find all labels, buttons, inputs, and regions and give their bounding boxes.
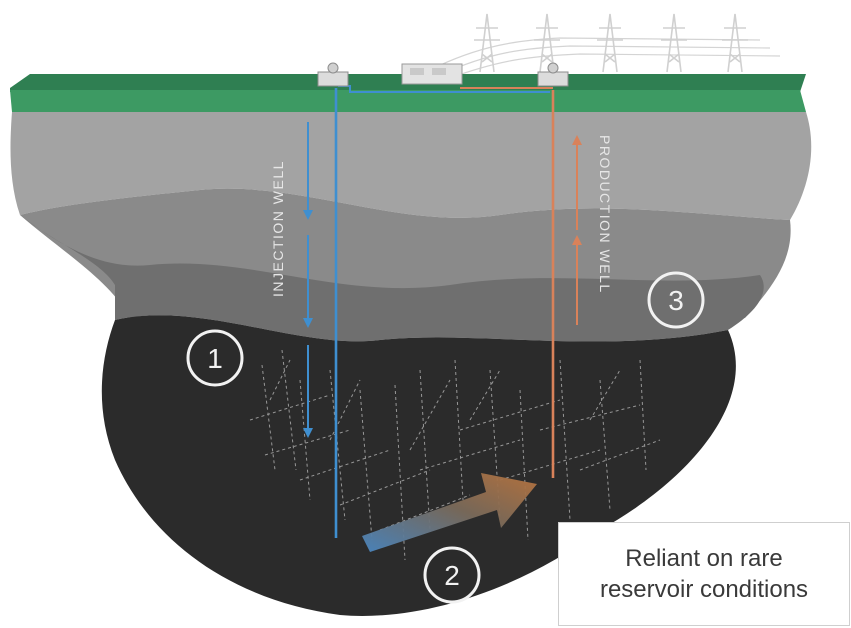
step-1-number: 1 — [207, 343, 223, 374]
step-2-number: 2 — [444, 560, 460, 591]
production-well-label: PRODUCTION WELL — [597, 135, 613, 294]
step-2-marker: 2 — [423, 546, 481, 604]
reservoir-callout: Reliant on rare reservoir conditions — [558, 522, 850, 626]
transmission-tower-icon — [474, 13, 748, 73]
fracture-network — [249, 349, 661, 561]
callout-line-1: Reliant on rare — [625, 545, 783, 572]
wellhead-icon — [317, 62, 569, 87]
production-well — [460, 87, 555, 478]
stratum-light — [10, 112, 812, 220]
step-1-marker: 1 — [186, 329, 244, 387]
injection-flow-arrows — [303, 122, 313, 438]
callout-line-2: reservoir conditions — [599, 576, 809, 603]
step-3-marker: 3 — [647, 271, 705, 329]
injection-well-label: INJECTION WELL — [270, 160, 286, 297]
heat-flow-arrow — [362, 473, 537, 552]
power-plant-icon — [401, 63, 463, 85]
step-3-number: 3 — [668, 285, 684, 316]
ground-surface-front — [10, 90, 806, 112]
production-flow-arrows — [572, 135, 582, 325]
